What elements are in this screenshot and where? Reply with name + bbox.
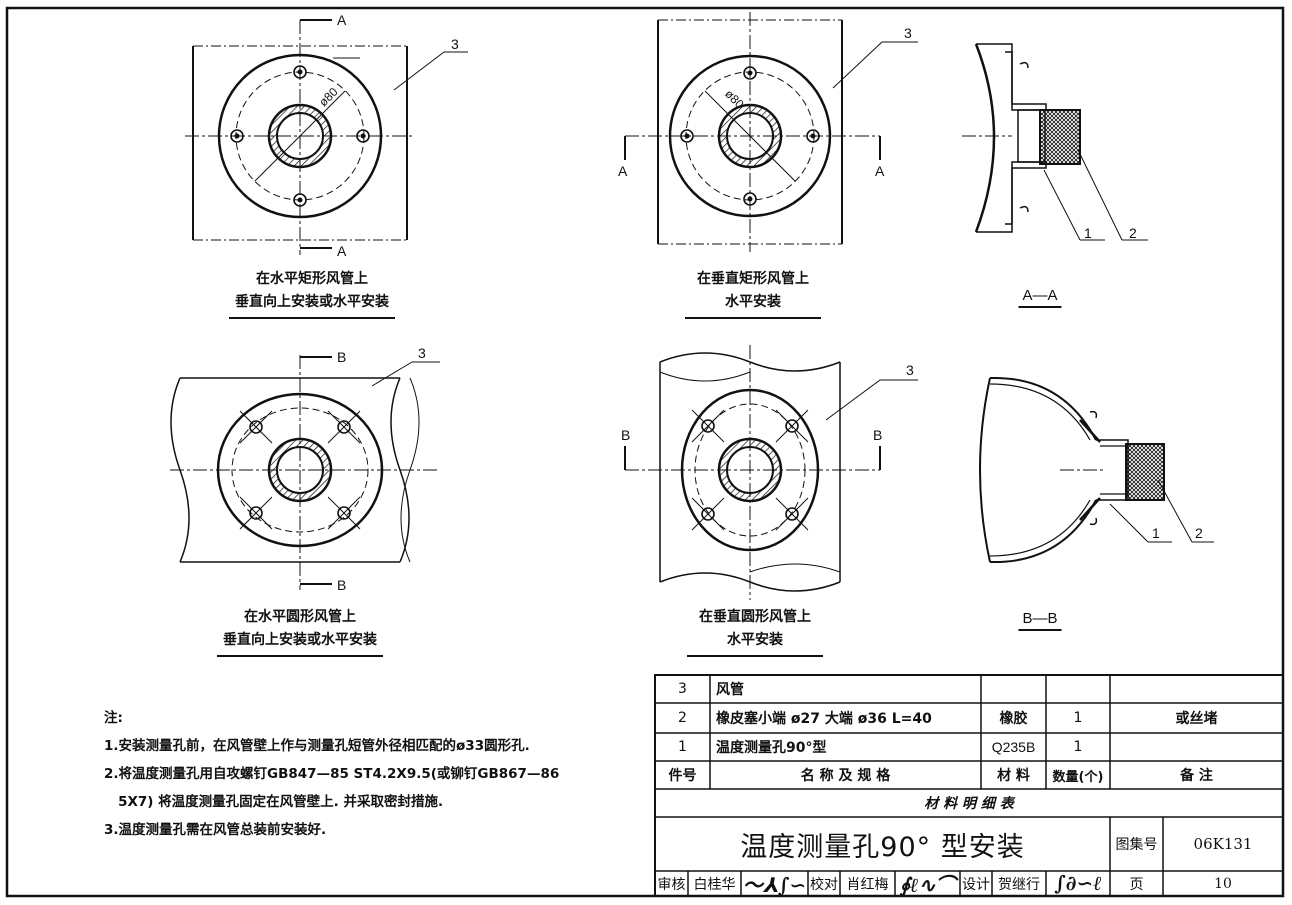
bom-row-3-no: 3	[678, 681, 687, 697]
drawing-title: 温度测量孔90° 型安装	[740, 831, 1025, 863]
section-mark-a-right: A	[875, 163, 885, 179]
atlas-label: 图集号	[1115, 837, 1158, 853]
caption-v3-line1: 在水平圆形风管上	[244, 609, 356, 625]
section-mark-b-right: B	[873, 427, 883, 443]
item-ref-3-v3: 3	[418, 345, 426, 361]
item-ref-3-v2: 3	[904, 25, 912, 41]
section-mark-a-bottom: A	[337, 243, 347, 259]
section-aa-title: A—A	[1018, 287, 1062, 308]
reviewer-name: 白桂华	[693, 876, 736, 893]
item-ref-1-aa: 1	[1084, 225, 1092, 241]
section-bb-title: B—B	[1018, 610, 1062, 631]
page-label: 页	[1129, 876, 1144, 893]
section-mark-a-top: A	[337, 12, 347, 28]
item-ref-3-v1: 3	[451, 36, 459, 52]
bom-row-1-name: 温度测量孔90°型	[716, 740, 827, 756]
bom-header-remark: 备 注	[1180, 768, 1213, 784]
check-label: 校对	[810, 876, 838, 893]
view-horizontal-round-duct	[170, 355, 440, 590]
note-line-3: 5X7) 将温度测量孔固定在风管壁上. 并采取密封措施.	[104, 794, 444, 810]
view-vertical-round-duct	[624, 345, 918, 600]
caption-v3-line2: 垂直向上安装或水平安装	[217, 629, 383, 657]
note-line-1: 1.安装测量孔前，在风管壁上作与测量孔短管外径相匹配的ø33圆形孔.	[104, 738, 530, 754]
item-ref-2-bb: 2	[1195, 525, 1203, 541]
title-block-grid	[654, 674, 1284, 897]
notes-block: 注: 1.安装测量孔前，在风管壁上作与测量孔短管外径相匹配的ø33圆形孔. 2.…	[104, 704, 559, 844]
section-aa	[962, 43, 1148, 241]
section-bb	[979, 376, 1214, 564]
sheet-border	[5, 6, 1285, 898]
designer-name: 贺继行	[998, 876, 1040, 893]
item-ref-2-aa: 2	[1129, 225, 1137, 241]
caption-v2-line1: 在垂直矩形风管上	[697, 271, 809, 287]
bom-header-no: 件号	[668, 768, 697, 784]
bom-table-title: 材 料 明 细 表	[924, 796, 1014, 812]
caption-v4-line2: 水平安装	[687, 629, 823, 657]
caption-v2: 在垂直矩形风管上 水平安装	[685, 268, 821, 319]
bom-row-1-material: Q235B	[991, 739, 1036, 755]
caption-v1-line1: 在水平矩形风管上	[256, 271, 368, 287]
section-mark-b-top: B	[337, 349, 347, 365]
bom-row-2-qty: 1	[1073, 710, 1083, 726]
reviewer-signature: 〜⅄∫∽	[742, 873, 807, 897]
caption-v1: 在水平矩形风管上 垂直向上安装或水平安装	[229, 268, 395, 319]
bom-row-2-name: 橡皮塞小端 ø27 大端 ø36 L=40	[716, 711, 932, 727]
bom-row-1-no: 1	[678, 739, 687, 755]
caption-v4: 在垂直圆形风管上 水平安装	[687, 606, 823, 657]
review-label: 审核	[657, 876, 686, 893]
bom-row-2-material: 橡胶	[999, 711, 1028, 727]
checker-name: 肖红梅	[846, 876, 889, 893]
caption-v3: 在水平圆形风管上 垂直向上安装或水平安装	[217, 606, 383, 657]
checker-signature: ∮ℓ∿⌒	[899, 873, 956, 897]
note-line-2: 2.将温度测量孔用自攻螺钉GB847—85 ST4.2X9.5(或铆钉GB867…	[104, 766, 560, 782]
view-vertical-rect-duct	[624, 12, 918, 252]
section-mark-a-left: A	[618, 163, 628, 179]
caption-v4-line1: 在垂直圆形风管上	[699, 609, 811, 625]
atlas-number: 06K131	[1193, 835, 1253, 853]
notes-heading: 注:	[104, 710, 123, 726]
bom-header-name: 名 称 及 规 格	[800, 768, 891, 784]
page-number: 10	[1214, 875, 1232, 892]
bom-row-2-no: 2	[678, 710, 687, 726]
bom-row-3-name: 风管	[716, 682, 744, 698]
bom-header-material: 材 料	[997, 768, 1030, 784]
item-ref-3-v4: 3	[906, 362, 914, 378]
design-label: 设计	[962, 876, 990, 893]
item-ref-1-bb: 1	[1152, 525, 1160, 541]
note-line-4: 3.温度测量孔需在风管总装前安装好.	[104, 822, 327, 838]
bom-header-qty: 数量(个)	[1052, 769, 1104, 785]
caption-v2-line2: 水平安装	[685, 291, 821, 319]
section-mark-b-left: B	[621, 427, 631, 443]
bom-row-2-remark: 或丝堵	[1175, 711, 1218, 727]
view-horizontal-rect-duct	[185, 19, 468, 255]
bom-row-1-qty: 1	[1073, 739, 1083, 755]
caption-v1-line2: 垂直向上安装或水平安装	[229, 291, 395, 319]
designer-signature: ∫∂∽ℓ	[1054, 871, 1102, 895]
section-mark-b-bottom: B	[337, 577, 347, 593]
